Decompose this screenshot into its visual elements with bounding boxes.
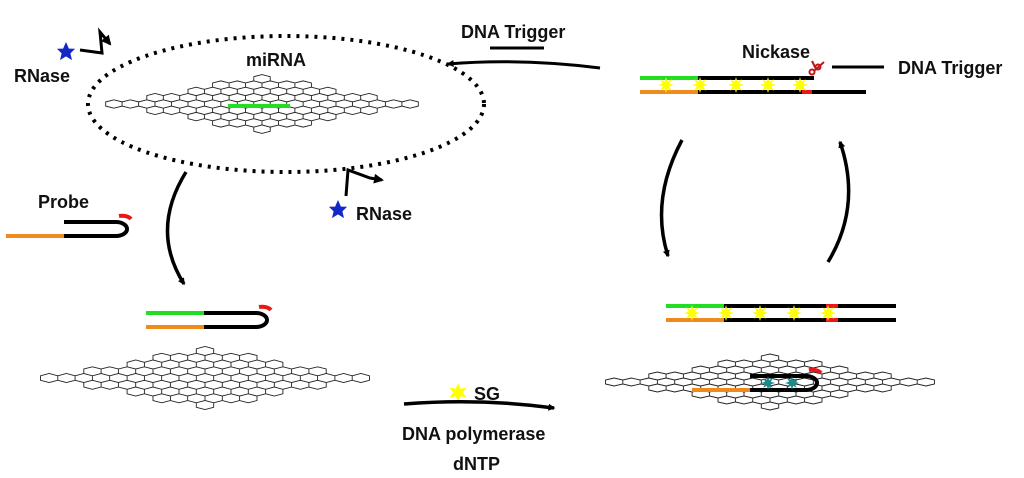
starburst-icon — [449, 383, 467, 402]
dna-trigger-input: DNA Trigger — [446, 22, 601, 70]
nicked-duplex-group: Nickase DNA Trigger — [640, 42, 1002, 94]
rnase-cut-arrow-top — [79, 27, 112, 55]
mirna-graphene-complex: miRNA — [86, 34, 486, 174]
loop-mark — [808, 367, 823, 375]
cycle-arrow-up — [826, 140, 851, 263]
rnase-top-group: RNase — [14, 27, 112, 86]
polymerase-reaction-group: SG DNA polymerase dNTP — [402, 383, 556, 474]
extended-duplex-group — [666, 304, 896, 322]
adsorption-arrow — [165, 171, 188, 286]
star-icon — [56, 42, 76, 61]
star-icon — [328, 200, 348, 219]
bound-dye-icon — [785, 376, 799, 390]
probe-loop — [255, 311, 269, 329]
dna-trigger-label-right: DNA Trigger — [898, 58, 1002, 78]
dna-trigger-label-top: DNA Trigger — [461, 22, 565, 42]
trigger-release-arrow — [446, 60, 601, 70]
bound-dye-set — [761, 376, 799, 390]
probe-loop — [805, 374, 819, 392]
reaction-arrow — [403, 400, 556, 411]
nickase-label: Nickase — [742, 42, 810, 62]
bound-dye-icon — [761, 376, 775, 390]
sg-label: SG — [474, 384, 500, 404]
bound-hairpin-group — [692, 367, 823, 392]
sg-dye-icon — [728, 77, 744, 93]
dna-polymerase-label: DNA polymerase — [402, 424, 545, 444]
sg-dye-set — [658, 77, 808, 93]
cycle-arrow-down — [659, 139, 684, 258]
sg-dye-icon — [684, 305, 700, 321]
dntp-label: dNTP — [453, 454, 500, 474]
graphene-sheet — [40, 346, 370, 410]
probe-group: Probe — [6, 192, 133, 238]
sg-dye-set — [684, 305, 836, 321]
sg-dye-icon — [718, 305, 734, 321]
loop-mark — [118, 213, 133, 221]
graphene-lattice — [105, 74, 419, 134]
sg-dye-icon — [792, 77, 808, 93]
rnase-digestion-boundary — [86, 34, 486, 174]
sg-dye-icon — [752, 305, 768, 321]
scissors-icon — [808, 60, 825, 76]
rnase-label-top: RNase — [14, 66, 70, 86]
sg-dye-icon — [786, 305, 802, 321]
sg-dye-icon — [692, 77, 708, 93]
sg-dye-icon — [820, 305, 836, 321]
mirna-label: miRNA — [246, 50, 306, 70]
rnase-cut-arrow-bottom — [344, 167, 384, 197]
graphene-sheet — [105, 74, 419, 134]
sg-dye-icon — [760, 77, 776, 93]
rnase-bottom-group: RNase — [328, 167, 412, 224]
rnase-label-bottom: RNase — [356, 204, 412, 224]
probe-loop — [115, 220, 129, 238]
sg-dye-icon — [658, 77, 674, 93]
probe-label: Probe — [38, 192, 89, 212]
loop-mark — [258, 304, 273, 312]
probe-mirna-hybrid-group — [146, 304, 273, 329]
graphene-lattice — [40, 346, 370, 410]
